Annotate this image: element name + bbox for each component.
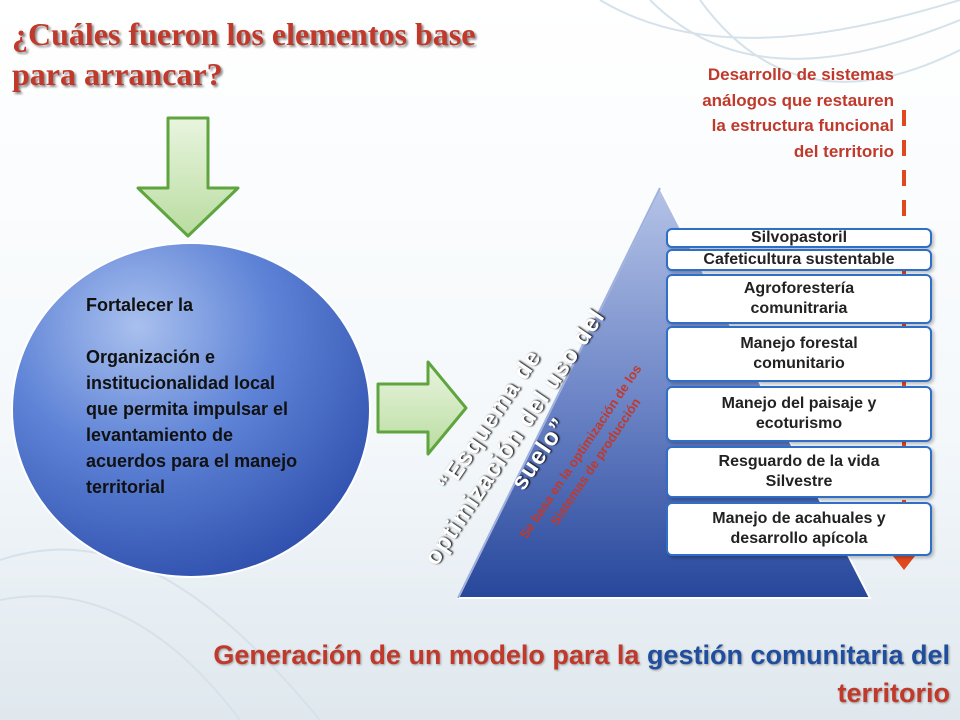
step-paisaje-ecoturismo: Manejo del paisaje y ecoturismo [666, 386, 932, 442]
circle-text-line: Organización e [86, 347, 216, 367]
step-agroforesteria: Agroforestería comunitraria [666, 274, 932, 324]
step-label: Cafeticultura sustentable [703, 251, 895, 268]
step-label: Manejo del paisaje y [721, 395, 877, 412]
title-line-1: ¿Cuáles fueron los elementos base [12, 16, 476, 52]
step-label: ecoturismo [755, 415, 843, 432]
step-label: desarrollo apícola [730, 530, 868, 547]
step-silvopastoril: Silvopastoril [666, 228, 932, 248]
step-label: Agroforestería [743, 280, 855, 297]
right-arrow-icon [376, 360, 468, 456]
dashed-arrow-head-icon [893, 556, 915, 570]
top-note-line: análogos que restauren [702, 90, 894, 110]
step-label: Silvopastoril [750, 229, 848, 246]
bottom-conclusion: Generación de un modelo para la gestión … [40, 636, 950, 712]
step-label: Silvestre [765, 473, 833, 490]
circle-text-line: que permita impulsar el [86, 399, 289, 419]
bottom-text-blue: gestión comunitaria del [646, 640, 950, 670]
circle-text-line: acuerdos para el manejo [86, 451, 298, 471]
circle-text-line: levantamiento de [86, 425, 234, 445]
circle-text: Fortalecer la Organización e institucion… [86, 292, 376, 500]
step-label: Manejo forestal [740, 335, 858, 352]
top-note-line: la estructura funcional [711, 116, 894, 135]
bottom-text-red: territorio [837, 678, 950, 708]
step-label: Manejo de acahuales y [712, 510, 886, 527]
circle-text-line: territorial [86, 477, 166, 497]
bottom-text-red: Generación de un modelo para la [213, 640, 647, 670]
step-cafeticultura: Cafeticultura sustentable [666, 249, 932, 271]
title-line-2: para arrancar? [12, 56, 223, 92]
top-right-note: Desarrollo de sistemas análogos que rest… [640, 62, 894, 164]
step-vida-silvestre: Resguardo de la vida Silvestre [666, 446, 932, 498]
step-acahuales-apicola: Manejo de acahuales y desarrollo apícola [666, 502, 932, 556]
circle-text-line: Fortalecer la [86, 295, 194, 315]
step-label: comunitraria [750, 300, 848, 317]
top-note-line: Desarrollo de sistemas [707, 65, 894, 84]
step-label: Resguardo de la vida [718, 453, 880, 470]
step-manejo-forestal: Manejo forestal comunitario [666, 326, 932, 382]
step-label: comunitario [753, 355, 845, 372]
strategy-circle [11, 242, 371, 578]
slide-title: ¿Cuáles fueron los elementos base para a… [12, 14, 572, 94]
down-arrow-icon [136, 116, 240, 238]
top-note-line: del territorio [793, 141, 894, 161]
circle-text-line: institucionalidad local [86, 373, 276, 393]
